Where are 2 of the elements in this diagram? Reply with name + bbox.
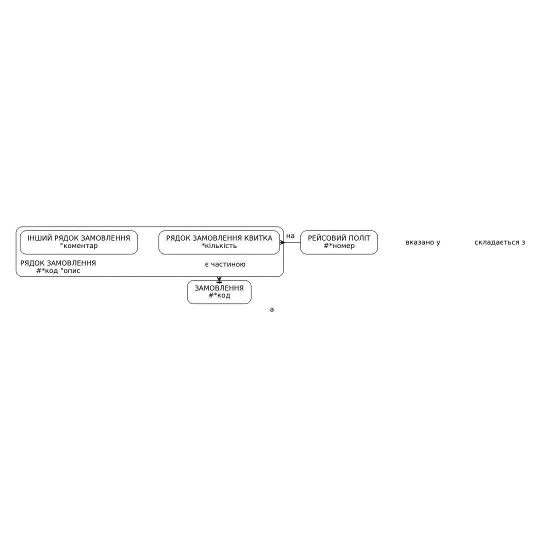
connector [280,240,301,244]
connector [216,276,222,284]
